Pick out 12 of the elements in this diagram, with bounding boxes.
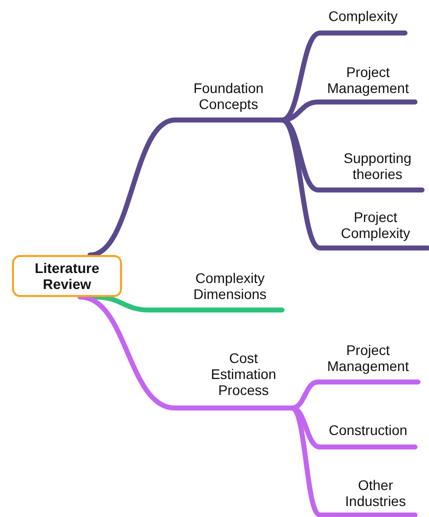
topic-label: Supporting theories xyxy=(330,148,425,184)
topic-label: Cost Estimation Process xyxy=(195,348,292,400)
central-topic-box: Literature Review xyxy=(12,255,122,297)
topic-label: Project Management xyxy=(318,62,418,98)
topic-label: Construction xyxy=(318,420,418,440)
topic-label: Project Complexity xyxy=(328,207,423,243)
topic-label: Complexity xyxy=(318,6,408,26)
topic-label: Project Management xyxy=(318,340,418,376)
topic-label: Foundation Concepts xyxy=(175,78,282,114)
branch-line xyxy=(92,294,284,312)
topic-label: Complexity Dimensions xyxy=(178,268,282,304)
topic-label: Other Industries xyxy=(328,475,423,511)
